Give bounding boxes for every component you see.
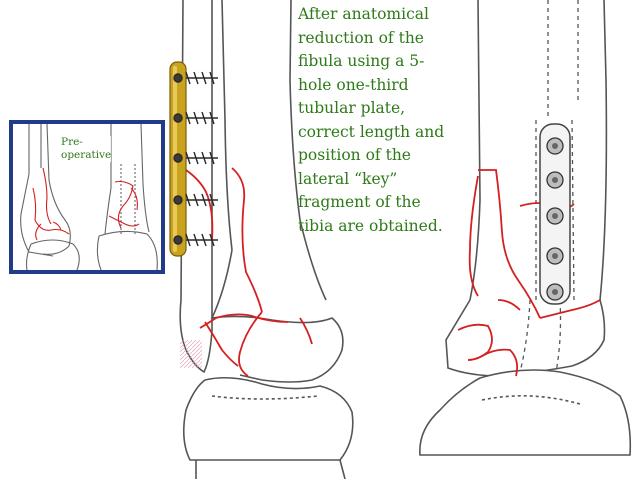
screw-icon xyxy=(173,71,218,85)
inset-label-line: operative xyxy=(61,149,112,161)
caption-line: position of the xyxy=(298,146,411,164)
screw-icon xyxy=(173,111,218,125)
screw-group xyxy=(173,71,218,247)
screw-icon xyxy=(173,193,218,207)
lateral-view xyxy=(419,0,632,456)
lateral-plate xyxy=(539,123,571,305)
caption-line: correct length and xyxy=(298,122,445,141)
impaction-zone xyxy=(180,340,202,368)
tibia-distal xyxy=(210,249,344,383)
caption-line: fragment of the xyxy=(298,193,421,211)
inset-label-line: Pre- xyxy=(61,136,83,148)
front-view xyxy=(179,0,354,479)
caption-line: lateral “key” xyxy=(298,169,398,188)
caption-text: After anatomical reduction of the fibula… xyxy=(298,3,470,238)
caption-line: After anatomical xyxy=(298,5,429,23)
preoperative-inset: Pre- operative xyxy=(9,120,165,274)
caption-line: hole one-third xyxy=(298,75,409,94)
caption-line: fibula using a 5- xyxy=(298,52,425,70)
lateral-talus xyxy=(419,369,632,456)
tibia-lateral-shaft xyxy=(469,0,608,301)
inset-illustration xyxy=(20,123,158,271)
caption-line: tibia are obtained. xyxy=(298,216,443,235)
tibia-shaft xyxy=(221,0,327,301)
screw-icon xyxy=(173,151,218,165)
caption-line: tubular plate, xyxy=(298,99,406,117)
front-fracture-lines xyxy=(185,167,313,377)
talus xyxy=(182,376,354,461)
lateral-malleolus xyxy=(179,250,213,374)
lateral-distal xyxy=(445,299,606,377)
inset-label: Pre- operative xyxy=(61,136,112,162)
caption-line: reduction of the xyxy=(298,28,424,47)
screw-icon xyxy=(173,233,218,247)
